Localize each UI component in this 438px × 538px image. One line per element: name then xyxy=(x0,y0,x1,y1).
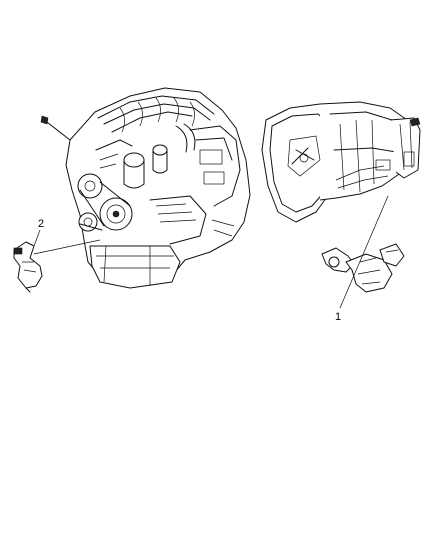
camshaft-position-sensor-icon xyxy=(321,243,405,293)
engine-assembly-icon xyxy=(40,87,251,289)
crankshaft-position-sensor-icon xyxy=(13,241,43,293)
callout-label-2: 2 xyxy=(38,218,45,230)
leader-line-2 xyxy=(33,229,101,255)
transmission-assembly-icon xyxy=(261,101,421,223)
leader-line-1 xyxy=(339,195,389,309)
callout-label-1: 1 xyxy=(335,311,342,323)
